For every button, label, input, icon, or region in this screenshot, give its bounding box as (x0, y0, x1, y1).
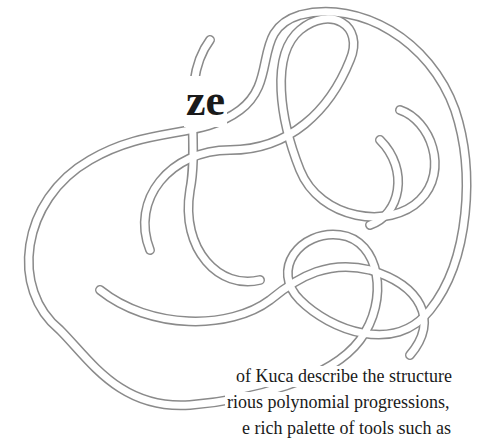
body-text-line: rious polynomial progressions, (225, 392, 452, 413)
heading-fragment: ze (184, 76, 227, 127)
body-text-line: of Kuca describe the structure (234, 366, 454, 387)
body-text-line: e rich palette of tools such as (240, 418, 453, 439)
